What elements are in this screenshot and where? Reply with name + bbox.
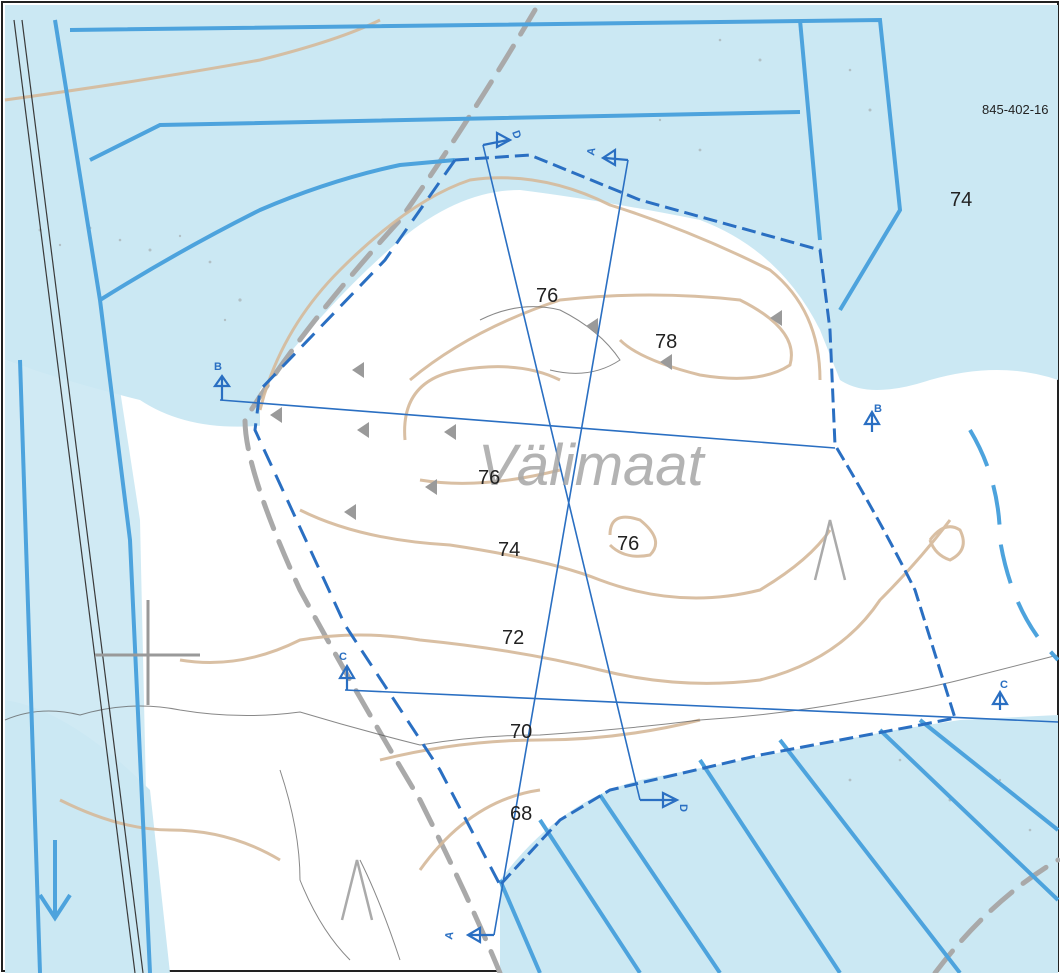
profile-label-d-north: D	[509, 129, 523, 141]
profile-label-a-north: A	[585, 147, 598, 157]
boulder-symbols	[270, 310, 782, 520]
contour-label-68: 68	[510, 803, 532, 825]
profile-label-b-east: B	[874, 403, 882, 415]
parcel-id-label: 845-402-16	[982, 102, 1049, 117]
profile-letters: B B C C D D A A	[214, 129, 1008, 941]
ditches	[18, 17, 1060, 973]
southeast-wetland	[500, 715, 1058, 973]
contour-label-70: 70	[510, 721, 532, 743]
contour-label-74-ne: 74	[950, 189, 972, 211]
contour-label-76-knoll: 76	[617, 533, 639, 555]
contour-label-78: 78	[655, 331, 677, 353]
contour-label-74: 74	[498, 539, 520, 561]
property-boundary	[13, 19, 144, 973]
grid-cross	[95, 600, 200, 705]
vegetation-edges	[4, 306, 1059, 961]
contour-label-72: 72	[502, 627, 524, 649]
forest-symbols	[340, 519, 847, 921]
place-name-label: Välimaat	[478, 433, 707, 498]
east-stream	[968, 428, 1060, 662]
profile-label-a-south: A	[443, 931, 456, 941]
contour-label-76-center: 76	[478, 467, 500, 489]
profile-label-c-east: C	[1000, 679, 1008, 691]
flow-arrow	[38, 840, 72, 922]
profile-label-c-west: C	[339, 651, 347, 663]
profile-markers	[212, 131, 1009, 944]
contour-label-76-north: 76	[536, 285, 558, 307]
survey-area-outline	[253, 153, 957, 887]
profile-label-d-south: D	[677, 804, 689, 812]
contour-lines	[4, 18, 965, 871]
profile-lines	[219, 144, 1059, 936]
profile-label-b-west: B	[214, 361, 222, 373]
